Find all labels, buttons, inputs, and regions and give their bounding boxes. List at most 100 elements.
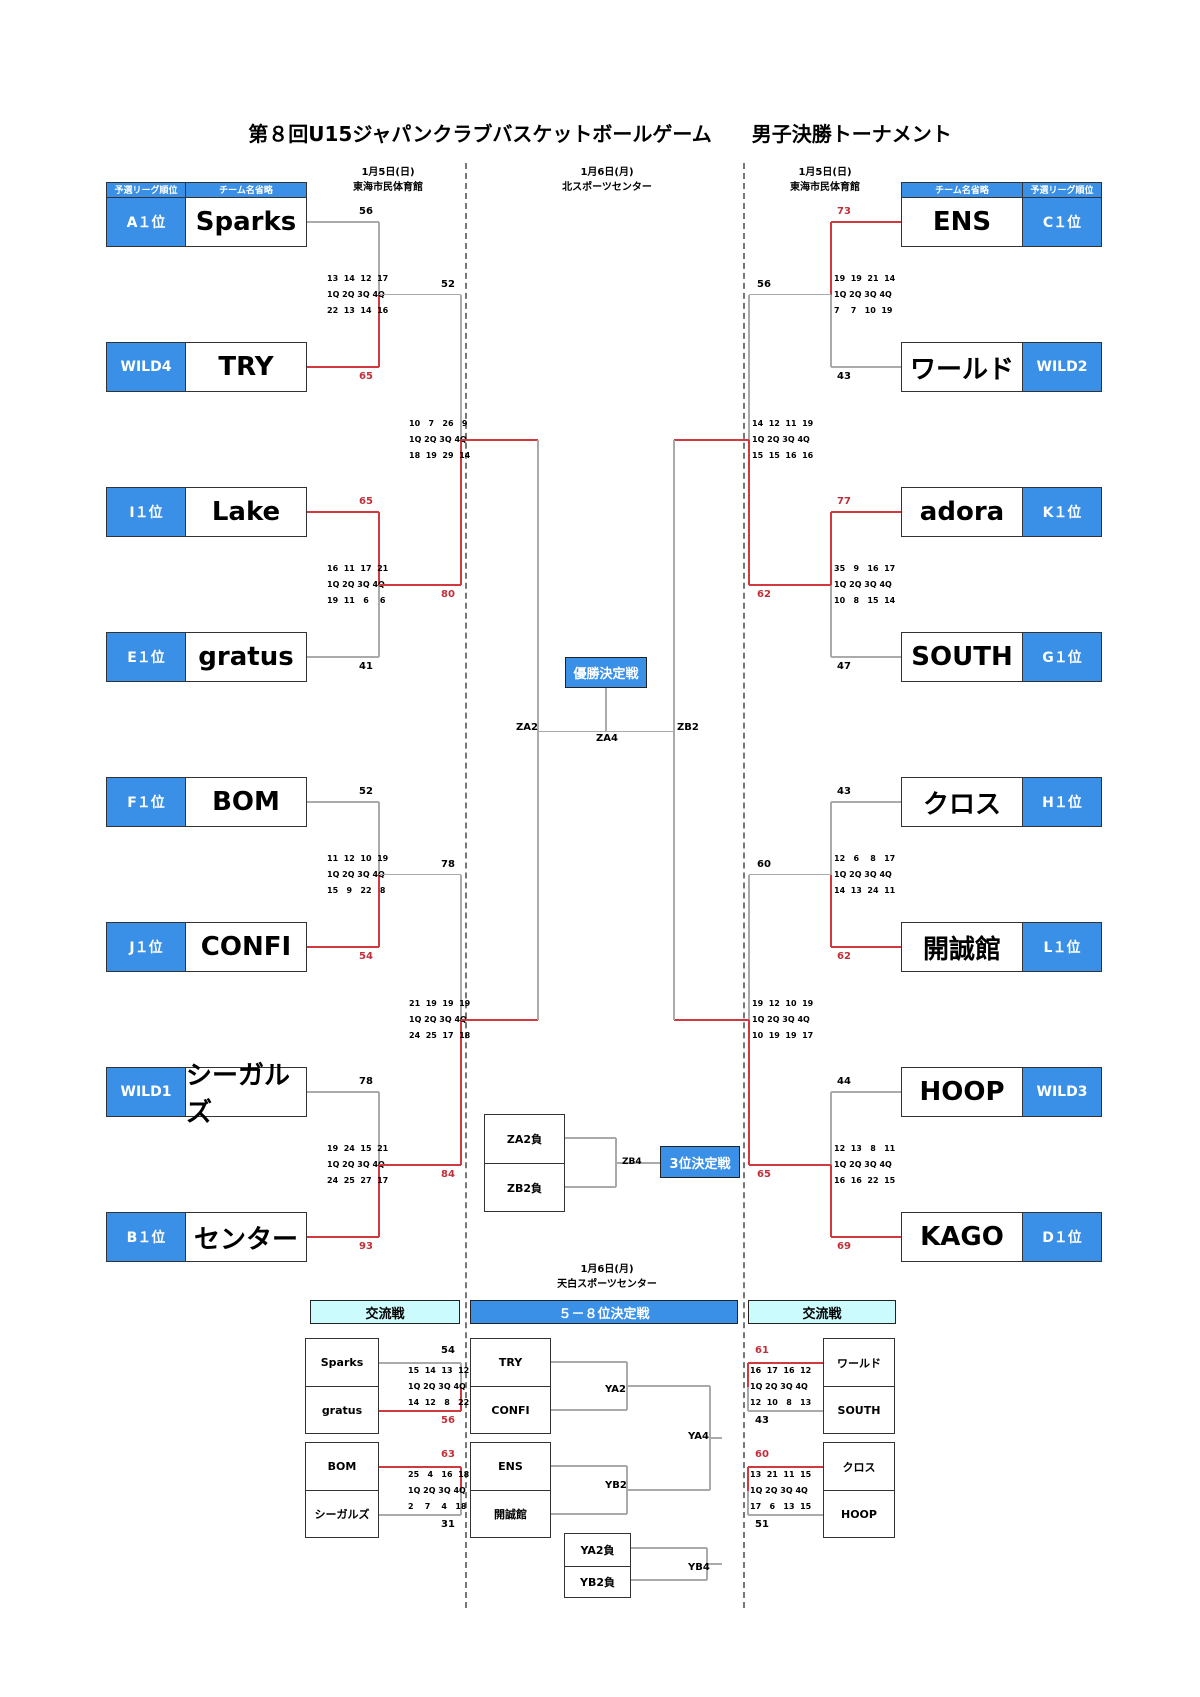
right-venue: 東海市民体育館 <box>790 182 860 193</box>
bracket-line <box>460 294 462 440</box>
bracket-line <box>748 439 750 585</box>
bracket-line <box>748 1019 750 1165</box>
team-name: adora <box>902 488 1022 536</box>
bracket-line <box>379 293 461 296</box>
team-name: Sparks <box>186 198 306 246</box>
bracket-line <box>748 1514 823 1516</box>
bracket-line <box>379 873 461 876</box>
exchange-right-game-quarter-labels: 1Q 2Q 3Q 4Q <box>750 1486 808 1495</box>
right-date: 1月5日(日) <box>798 167 852 178</box>
score-bottom: 62 <box>837 951 851 962</box>
left-r1-game-bottom-quarters: 22 13 14 16 <box>327 305 389 315</box>
team-entry-left[interactable]: B１位センター <box>106 1212 307 1262</box>
team-name: KAGO <box>902 1213 1022 1261</box>
bracket-line <box>461 438 538 441</box>
bracket-line <box>551 1409 627 1411</box>
code-ya2: YA2 <box>605 1384 626 1395</box>
bracket-line <box>747 1467 749 1491</box>
rank-badge: WILD3 <box>1022 1068 1101 1116</box>
bracket-line <box>830 512 832 585</box>
placement-team: CONFI <box>471 1386 550 1433</box>
rank-badge: WILD2 <box>1022 343 1101 391</box>
bracket-line <box>830 1092 832 1165</box>
bracket-line <box>831 511 901 513</box>
score-top: 60 <box>755 1449 769 1460</box>
bracket-line <box>616 1162 660 1164</box>
bracket-line <box>831 946 901 948</box>
exchange-right-game-top-quarters: 13 21 11 15 <box>750 1470 812 1479</box>
right-r2-game-top-quarters: 14 12 11 19 <box>752 418 814 428</box>
left-venue: 東海市民体育館 <box>353 182 423 193</box>
exchange-right-label: 交流戦 <box>748 1300 896 1324</box>
score-bottom: 84 <box>441 1168 455 1180</box>
bracket-line <box>460 1467 462 1491</box>
left-r2-game-bottom-quarters: 18 19 29 14 <box>409 450 471 460</box>
right-r1-game-quarter-labels: 1Q 2Q 3Q 4Q <box>834 1159 892 1169</box>
bracket-line <box>460 1363 462 1387</box>
right-r2-game-bottom-quarters: 10 19 19 17 <box>752 1030 814 1040</box>
bracket-line <box>307 366 379 368</box>
bracket-line <box>551 1513 627 1515</box>
score-bottom: 69 <box>837 1241 851 1252</box>
left-r1-game-bottom-quarters: 15 9 22 8 <box>327 885 386 895</box>
code-ya4: YA4 <box>688 1431 709 1442</box>
final-left-code: ZA2 <box>516 722 538 733</box>
score-top: 60 <box>757 858 771 870</box>
bracket-line <box>673 439 675 1020</box>
final-center-code: ZA4 <box>596 733 618 744</box>
bracket-line <box>748 874 750 1020</box>
bracket-line <box>748 1410 823 1412</box>
exchange-left-game-quarter-labels: 1Q 2Q 3Q 4Q <box>408 1382 466 1391</box>
rank-badge: E１位 <box>107 633 186 681</box>
score-bottom: 65 <box>757 1168 771 1180</box>
team-name: BOM <box>186 778 306 826</box>
exchange-left-game-top-quarters: 25 4 16 18 <box>408 1470 470 1479</box>
score-bottom: 41 <box>359 661 373 672</box>
bracket-line <box>749 293 831 296</box>
bracket-line <box>307 1236 379 1238</box>
page-title: 第８回U15ジャパンクラブバスケットボールゲーム男子決勝トーナメント <box>0 118 1200 147</box>
exchange-right-game-1: ワールド SOUTH <box>823 1338 895 1434</box>
third-place-label: 3位決定戦 <box>660 1146 740 1178</box>
score-top: 52 <box>359 786 373 797</box>
placement-label: ５－８位決定戦 <box>470 1300 738 1324</box>
exchange-team: BOM <box>327 1460 357 1473</box>
right-r1-game-bottom-quarters: 7 7 10 19 <box>834 305 893 315</box>
left-r1-game-quarter-labels: 1Q 2Q 3Q 4Q <box>327 289 385 299</box>
bracket-line <box>748 1362 823 1364</box>
third-place-code: ZB4 <box>622 1157 642 1167</box>
score-top: 56 <box>757 278 771 290</box>
right-r1-game-quarter-labels: 1Q 2Q 3Q 4Q <box>834 289 892 299</box>
bracket-line <box>565 1137 616 1139</box>
score-bottom: 43 <box>837 371 851 382</box>
bracket-line <box>460 1491 462 1515</box>
bracket-line <box>627 1489 710 1491</box>
team-name: ENS <box>902 198 1022 246</box>
left-r2-game-bottom-quarters: 24 25 17 18 <box>409 1030 471 1040</box>
score-bottom: 62 <box>757 588 771 600</box>
center-date: 1月6日(月) <box>580 167 634 178</box>
bracket-line <box>830 874 832 947</box>
team-name: ワールド <box>902 343 1022 391</box>
score-bottom: 31 <box>441 1519 455 1530</box>
score-top: 44 <box>837 1076 851 1087</box>
bracket-line <box>749 873 831 876</box>
score-bottom: 51 <box>755 1519 769 1530</box>
bracket-line <box>379 1362 461 1364</box>
right-r1-game-quarter-labels: 1Q 2Q 3Q 4Q <box>834 869 892 879</box>
